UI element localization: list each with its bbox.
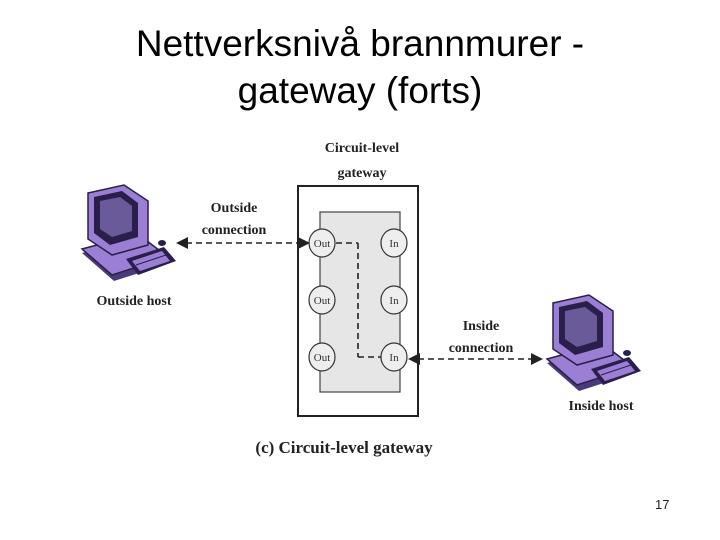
in-port-label: In bbox=[389, 238, 399, 250]
outside-host-computer-icon bbox=[80, 184, 176, 281]
in-port: In bbox=[380, 285, 408, 315]
gateway-label-line1: Circuit-level bbox=[325, 141, 399, 156]
page-number: 17 bbox=[655, 497, 670, 512]
outside-host-label: Outside host bbox=[96, 294, 171, 309]
outside-connection-label-line2: connection bbox=[202, 223, 267, 238]
diagram-caption: (c) Circuit-level gateway bbox=[255, 438, 433, 457]
outside-connection-label-line1: Outside bbox=[211, 201, 258, 216]
inside-connection-label-line1: Inside bbox=[463, 319, 500, 334]
out-port: Out bbox=[308, 285, 336, 315]
inside-connection-arrow bbox=[408, 353, 543, 365]
out-port: Out bbox=[308, 228, 336, 258]
slide-title-line2: gateway (forts) bbox=[237, 70, 483, 111]
in-port-label: In bbox=[389, 352, 399, 364]
outside-connection-arrow bbox=[176, 237, 310, 249]
in-port: In bbox=[380, 228, 408, 258]
out-port-label: Out bbox=[314, 352, 331, 364]
out-port-label: Out bbox=[314, 238, 331, 250]
in-port-label: In bbox=[389, 295, 399, 307]
inside-host-computer-icon bbox=[545, 294, 641, 391]
inside-host-label: Inside host bbox=[569, 399, 634, 414]
slide-title-line1: Nettverksnivå brannmurer - bbox=[135, 23, 585, 64]
inside-connection-label-line2: connection bbox=[449, 341, 514, 356]
gateway-label-line2: gateway bbox=[338, 166, 387, 181]
slide-title: Nettverksnivå brannmurer - gateway (fort… bbox=[0, 20, 720, 114]
out-port-label: Out bbox=[314, 295, 331, 307]
in-port: In bbox=[380, 342, 408, 372]
out-port: Out bbox=[308, 342, 336, 372]
